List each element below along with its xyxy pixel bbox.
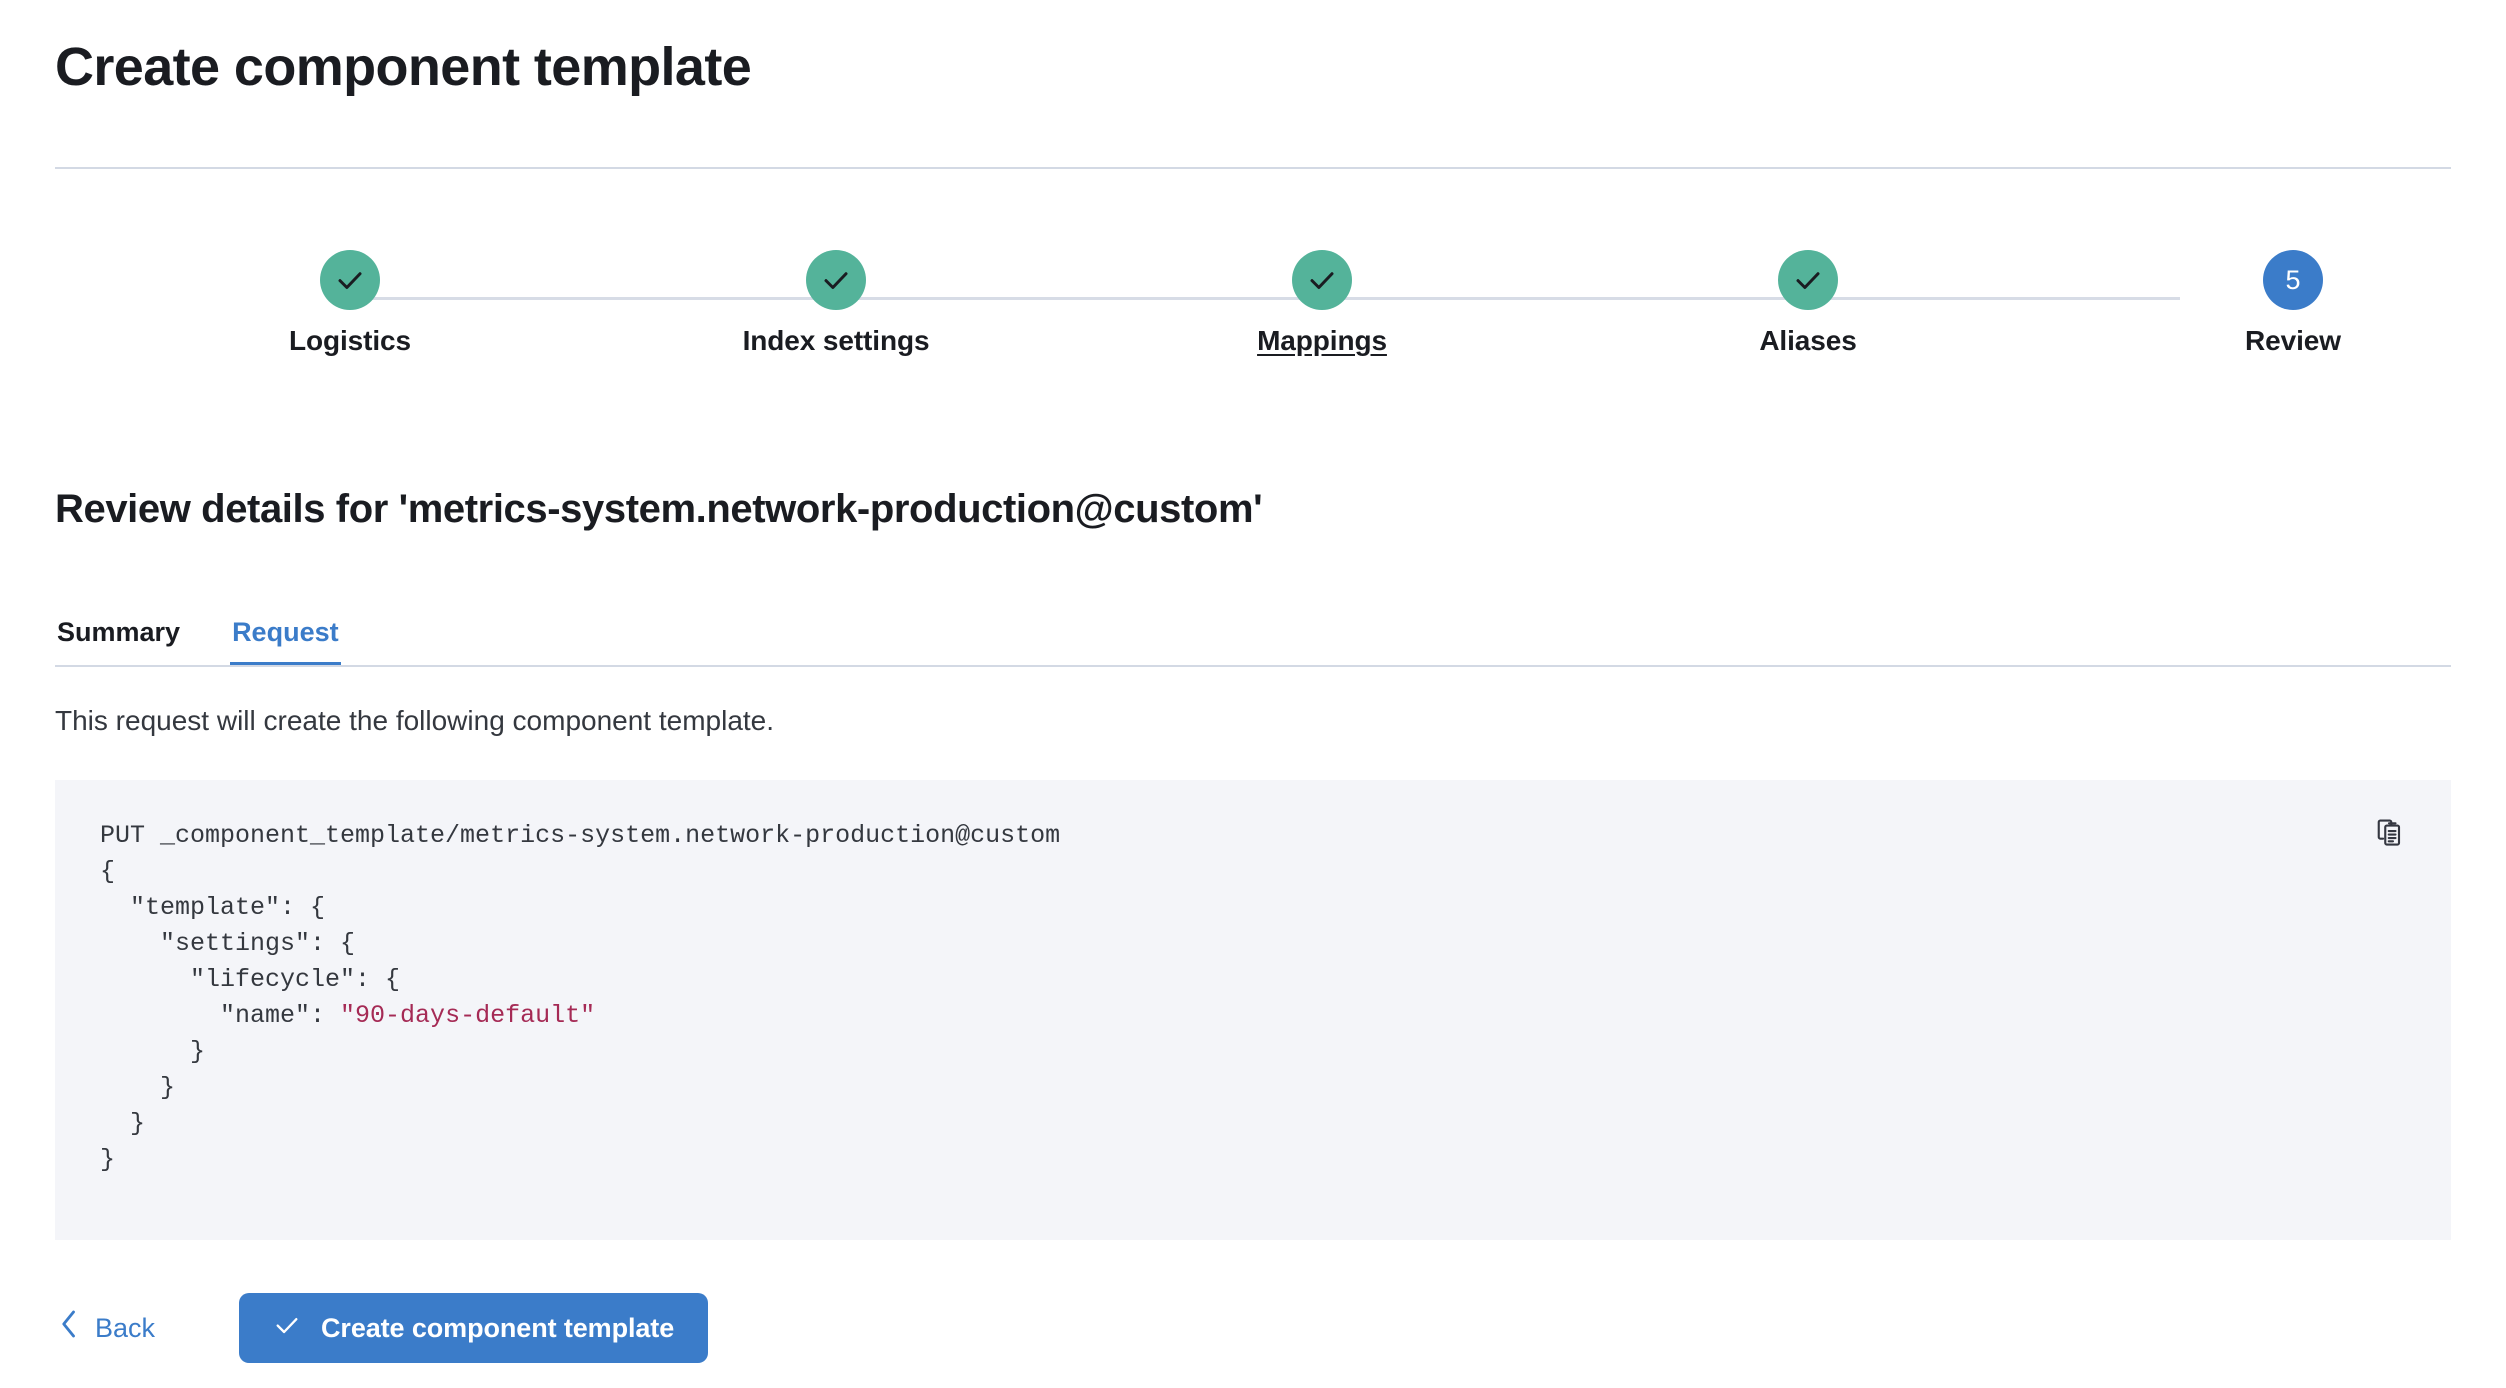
wizard-footer-actions: Back Create component template — [55, 1293, 709, 1363]
request-description: This request will create the following c… — [55, 705, 775, 736]
page-title: Create component template — [55, 37, 752, 97]
step-aliases[interactable]: Aliases — [1618, 250, 1998, 358]
review-tabs: Summary Request — [55, 596, 2451, 667]
back-button[interactable]: Back — [55, 1301, 159, 1355]
step-label-mappings[interactable]: Mappings — [1257, 325, 1387, 356]
create-component-template-button[interactable]: Create component template — [239, 1293, 709, 1363]
check-icon — [1793, 265, 1823, 295]
request-code-panel: PUT _component_template/metrics-system.n… — [55, 780, 2451, 1240]
step-status-complete-1 — [320, 250, 380, 310]
code-line-open-root: { — [100, 857, 116, 886]
step-indicator: Logistics Index settings Mappings — [55, 250, 2451, 395]
tab-request[interactable]: Request — [230, 596, 341, 667]
header-divider — [55, 167, 2451, 169]
step-number: 5 — [2285, 264, 2301, 295]
step-label-index-settings[interactable]: Index settings — [742, 325, 930, 356]
tabs-divider — [55, 665, 2451, 667]
code-line-close-lifecycle: } — [100, 1037, 206, 1066]
step-review[interactable]: 5 Review — [2103, 250, 2483, 358]
check-icon — [821, 265, 851, 295]
step-mappings[interactable]: Mappings — [1132, 250, 1512, 358]
clipboard-icon — [2375, 818, 2405, 851]
code-line-name-key: "name": — [100, 1001, 341, 1030]
check-icon — [335, 265, 365, 295]
create-component-template-label: Create component template — [321, 1312, 675, 1343]
step-status-complete-3 — [1292, 250, 1352, 310]
code-line-close-template: } — [100, 1109, 146, 1138]
step-logistics[interactable]: Logistics — [160, 250, 540, 358]
step-connector-line — [350, 297, 2180, 300]
code-line-lifecycle: "lifecycle": { — [100, 965, 401, 994]
code-line-close-settings: } — [100, 1073, 176, 1102]
code-line-method: PUT _component_template/metrics-system.n… — [100, 821, 1061, 850]
code-line-template: "template": { — [100, 893, 326, 922]
step-label-review[interactable]: Review — [2245, 325, 2341, 356]
step-status-current-5: 5 — [2263, 250, 2323, 310]
chevron-left-icon — [59, 1309, 79, 1347]
step-label-aliases[interactable]: Aliases — [1759, 325, 1857, 356]
code-line-name-value: "90-days-default" — [340, 1001, 596, 1030]
request-code-block: PUT _component_template/metrics-system.n… — [100, 818, 1060, 1178]
review-heading: Review details for 'metrics-system.netwo… — [55, 487, 1263, 531]
step-label-logistics[interactable]: Logistics — [288, 325, 411, 356]
check-icon — [273, 1311, 301, 1346]
code-line-close-root: } — [100, 1145, 116, 1174]
step-status-complete-4 — [1778, 250, 1838, 310]
code-line-settings: "settings": { — [100, 929, 356, 958]
step-index-settings[interactable]: Index settings — [646, 250, 1026, 358]
back-button-label: Back — [95, 1313, 156, 1343]
check-icon — [1307, 265, 1337, 295]
step-status-complete-2 — [806, 250, 866, 310]
tab-summary[interactable]: Summary — [55, 596, 182, 667]
copy-to-clipboard-button[interactable] — [2364, 808, 2416, 860]
